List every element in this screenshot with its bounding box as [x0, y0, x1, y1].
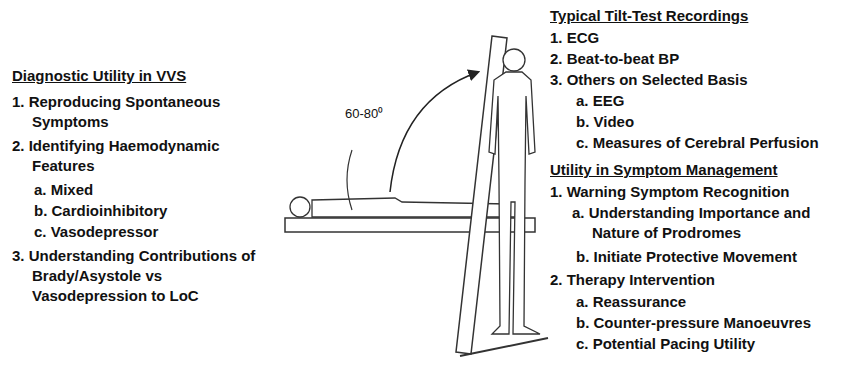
sub-item: b. Video	[576, 112, 634, 132]
angle-arc	[347, 150, 352, 210]
sub-item: a. EEG	[576, 91, 624, 111]
list-item: 2. Therapy Intervention	[550, 270, 715, 290]
sub-item: c. Vasodepressor	[34, 222, 158, 242]
sub-item: b. Cardioinhibitory	[34, 201, 167, 221]
list-item: 1. Reproducing Spontaneous Symptoms	[12, 92, 257, 132]
section-heading: Diagnostic Utility in VVS	[12, 66, 186, 86]
sub-item: a. Mixed	[34, 180, 93, 200]
flat-table	[285, 218, 535, 232]
list-item: 3. Understanding Contributions of Brady/…	[12, 246, 272, 306]
tilt-arrow	[390, 72, 478, 192]
section-heading: Utility in Symptom Management	[550, 160, 778, 180]
list-item: 2. Beat-to-beat BP	[550, 49, 679, 69]
list-item: 1. Warning Symptom Recognition	[550, 182, 789, 202]
sub-item: b. Counter-pressure Manoeuvres	[576, 313, 811, 333]
list-item: 2. Identifying Haemodynamic Features	[12, 136, 257, 176]
sub-item: a. Understanding Importance and Nature o…	[572, 203, 862, 243]
sub-item: c. Potential Pacing Utility	[576, 334, 755, 354]
list-item: 1. ECG	[550, 28, 599, 48]
section-heading: Typical Tilt-Test Recordings	[550, 6, 748, 26]
list-item: 3. Others on Selected Basis	[550, 70, 748, 90]
angle-label: 60-80⁰	[345, 104, 383, 124]
footplate	[460, 338, 548, 356]
sub-item: a. Reassurance	[576, 292, 686, 312]
sub-item: b. Initiate Protective Movement	[576, 247, 797, 267]
upright-person	[489, 49, 540, 334]
sub-item: c. Measures of Cerebral Perfusion	[576, 133, 819, 153]
